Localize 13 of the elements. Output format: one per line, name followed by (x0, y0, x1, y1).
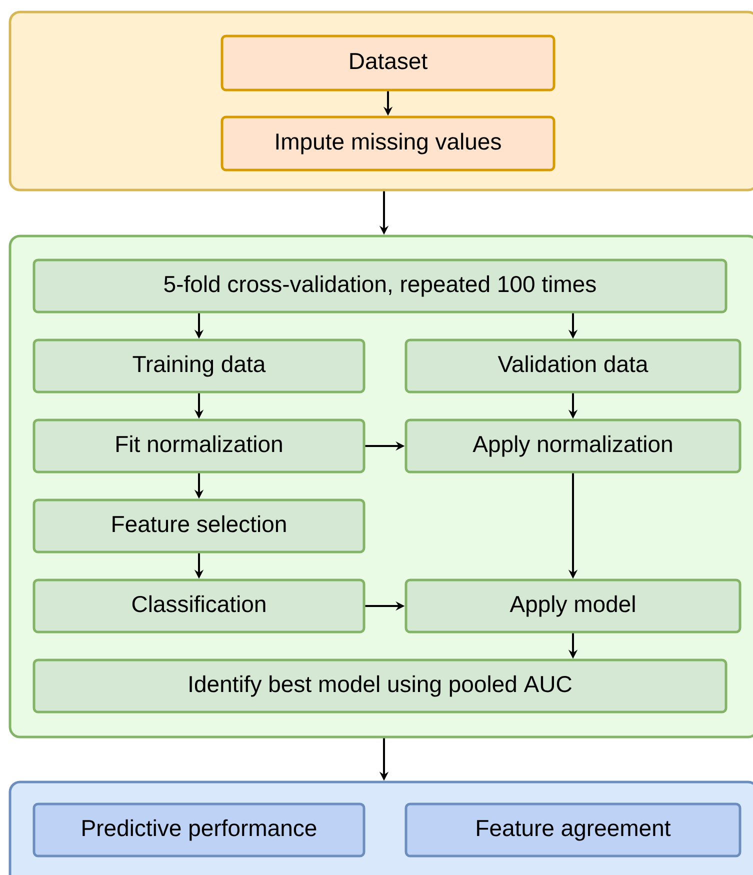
process-box: Validation data (404, 338, 742, 394)
process-box: Identify best model using pooled AUC (32, 658, 728, 714)
process-box: Feature selection (32, 498, 366, 554)
process-box: Apply model (404, 578, 742, 634)
process-box: Fit normalization (32, 418, 366, 474)
process-box: Impute missing values (220, 116, 556, 172)
process-box: 5-fold cross-validation, repeated 100 times (32, 258, 728, 314)
process-box: Dataset (220, 34, 556, 92)
process-box: Apply normalization (404, 418, 742, 474)
process-box: Classification (32, 578, 366, 634)
process-box: Feature agreement (404, 802, 742, 858)
process-box: Predictive performance (32, 802, 366, 858)
process-box: Training data (32, 338, 366, 394)
